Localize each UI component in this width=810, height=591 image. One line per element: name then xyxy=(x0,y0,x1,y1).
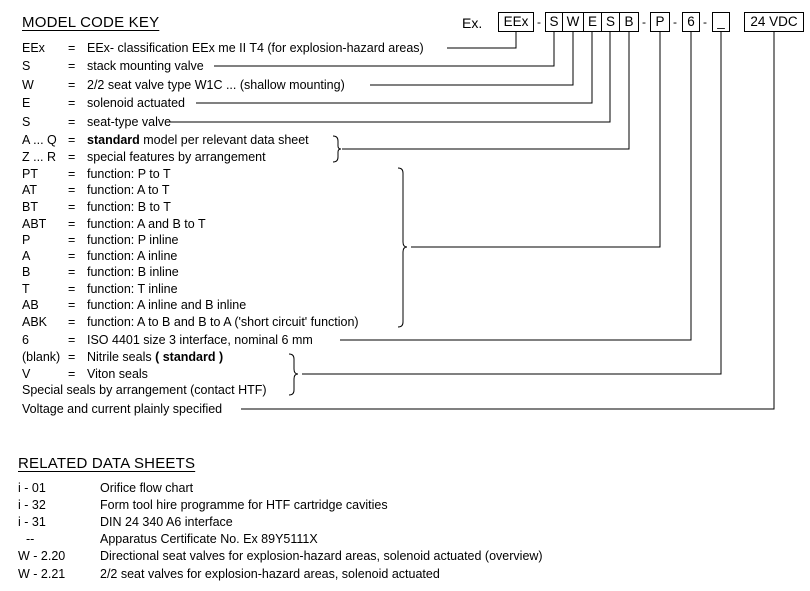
key-code: (blank) xyxy=(22,350,61,364)
code-box-eex: EEx xyxy=(498,12,534,32)
related-desc: Orifice flow chart xyxy=(100,481,194,495)
key-desc: seat-type valve xyxy=(87,115,172,129)
code-separator: - xyxy=(703,15,707,29)
key-desc: function: A to B and B to A ('short circ… xyxy=(87,315,359,329)
key-eq: = xyxy=(68,265,76,279)
code-box-size: 6 xyxy=(682,12,700,32)
key-desc: function: B to T xyxy=(87,200,171,214)
key-code: V xyxy=(22,367,31,381)
key-desc: function: P inline xyxy=(87,233,179,247)
key-code: W xyxy=(22,78,34,92)
key-code: ABT xyxy=(22,217,47,231)
key-code: B xyxy=(22,265,31,279)
key-desc: function: T inline xyxy=(87,282,178,296)
page-title: MODEL CODE KEY xyxy=(22,14,160,31)
related-code: W - 2.21 xyxy=(18,567,66,581)
key-code: Z ... R xyxy=(22,150,57,164)
key-desc: special features by arrangement xyxy=(87,150,266,164)
code-box-function: B xyxy=(619,12,639,32)
key-eq: = xyxy=(68,78,76,92)
key-code: A ... Q xyxy=(22,133,57,147)
related-code: i - 01 xyxy=(18,481,46,495)
key-eq: = xyxy=(68,59,76,73)
related-code: W - 2.20 xyxy=(18,549,66,563)
key-desc: function: A inline xyxy=(87,249,178,263)
key-eq: = xyxy=(68,249,76,263)
related-desc: Form tool hire programme for HTF cartrid… xyxy=(100,498,388,512)
key-eq: = xyxy=(68,96,76,110)
related-desc: Directional seat valves for explosion-ha… xyxy=(100,549,543,563)
code-box-p: P xyxy=(650,12,670,32)
key-desc: EEx- classification EEx me II T4 (for ex… xyxy=(87,41,424,55)
key-eq: = xyxy=(68,367,76,381)
key-eq: = xyxy=(68,315,76,329)
key-eq: = xyxy=(68,133,76,147)
related-desc: 2/2 seat valves for explosion-hazard are… xyxy=(100,567,440,581)
code-separator: - xyxy=(537,15,541,29)
key-code: AB xyxy=(22,298,39,312)
related-code: i - 32 xyxy=(18,498,46,512)
key-code: E xyxy=(22,96,31,110)
related-desc: Apparatus Certificate No. Ex 89Y5111X xyxy=(100,532,318,546)
key-code: P xyxy=(22,233,31,247)
key-eq: = xyxy=(68,350,76,364)
voltage-note: Voltage and current plainly specified xyxy=(22,402,223,416)
key-eq: = xyxy=(68,41,76,55)
key-desc: 2/2 seat valve type W1C ... (shallow mou… xyxy=(87,78,345,92)
key-desc: ISO 4401 size 3 interface, nominal 6 mm xyxy=(87,333,313,347)
key-code: A xyxy=(22,249,31,263)
key-desc: stack mounting valve xyxy=(87,59,204,73)
related-code: i - 31 xyxy=(18,515,46,529)
key-eq: = xyxy=(68,333,76,347)
key-desc: standard model per relevant data sheet xyxy=(87,133,309,147)
related-code: -- xyxy=(26,532,35,546)
example-prefix: Ex. xyxy=(462,15,483,31)
key-desc-bold: standard xyxy=(87,133,140,147)
key-eq: = xyxy=(68,150,76,164)
key-eq: = xyxy=(68,183,76,197)
key-eq: = xyxy=(68,167,76,181)
key-desc: Nitrile seals ( standard ) xyxy=(87,350,223,364)
key-eq: = xyxy=(68,200,76,214)
key-desc: Viton seals xyxy=(87,367,148,381)
key-desc: function: A and B to T xyxy=(87,217,206,231)
key-code: 6 xyxy=(22,333,29,347)
key-code: T xyxy=(22,282,30,296)
key-eq: = xyxy=(68,298,76,312)
key-code: PT xyxy=(22,167,38,181)
code-box-e: E xyxy=(583,12,602,32)
key-code: S xyxy=(22,115,31,129)
code-box-s1: S xyxy=(545,12,563,32)
key-eq: = xyxy=(68,282,76,296)
special-seals-note: Special seals by arrangement (contact HT… xyxy=(22,383,267,397)
key-code: AT xyxy=(22,183,38,197)
code-separator: - xyxy=(642,15,646,29)
key-desc-rest: model per relevant data sheet xyxy=(139,133,309,147)
key-desc: solenoid actuated xyxy=(87,96,185,110)
key-desc: function: A inline and B inline xyxy=(87,298,247,312)
key-eq: = xyxy=(68,233,76,247)
code-box-voltage: 24 VDC xyxy=(744,12,804,32)
key-eq: = xyxy=(68,217,76,231)
key-desc: function: B inline xyxy=(87,265,179,279)
key-desc-text: Nitrile seals xyxy=(87,350,156,364)
key-code: S xyxy=(22,59,31,73)
code-separator: - xyxy=(673,15,677,29)
related-desc: DIN 24 340 A6 interface xyxy=(100,515,233,529)
key-code: BT xyxy=(22,200,38,214)
key-desc-bold: ( standard ) xyxy=(155,350,224,364)
key-eq: = xyxy=(68,115,76,129)
code-box-seals: _ xyxy=(712,12,730,32)
key-code: ABK xyxy=(22,315,48,329)
key-desc: function: P to T xyxy=(87,167,171,181)
related-title: RELATED DATA SHEETS xyxy=(18,455,196,472)
key-desc: function: A to T xyxy=(87,183,170,197)
key-code: EEx xyxy=(22,41,45,55)
